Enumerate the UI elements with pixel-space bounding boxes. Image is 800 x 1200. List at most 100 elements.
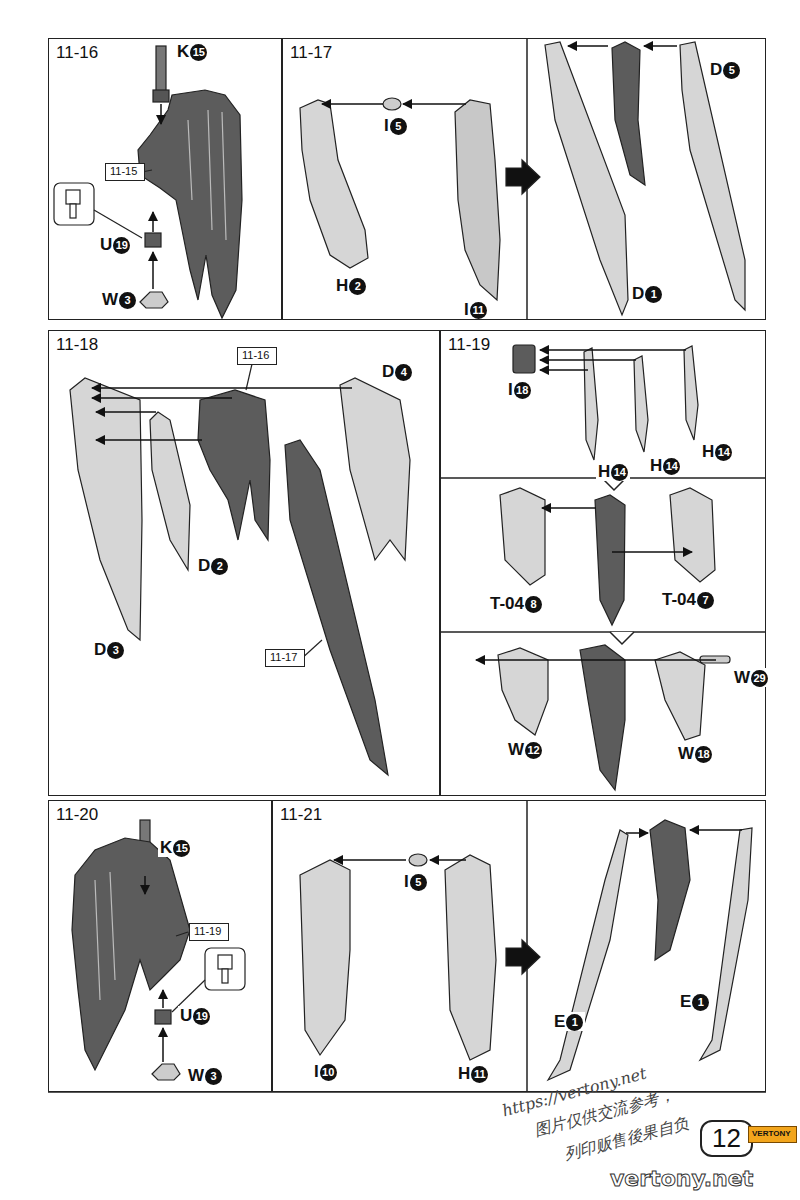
part-label: T-047 (660, 590, 716, 609)
drawing-stroke (162, 1028, 164, 1062)
drawing-stroke (334, 859, 406, 861)
drawing-stroke (580, 645, 625, 790)
drawing-stroke (140, 292, 168, 308)
part-letter: W (734, 668, 750, 687)
assembly-arrow (322, 46, 677, 104)
drawing-stroke (430, 859, 466, 861)
drawing-stroke (476, 659, 716, 661)
drawing-stroke (92, 387, 352, 389)
part-label: K15 (175, 42, 209, 61)
part-label: I18 (506, 380, 533, 399)
part-letter: D (198, 556, 210, 575)
wing-plates (300, 820, 752, 1080)
part-number: 7 (697, 592, 714, 609)
part-label: I10 (312, 1062, 339, 1081)
drawing-stroke (162, 990, 164, 1008)
part-number: 12 (525, 742, 542, 759)
part-label: I5 (402, 872, 429, 891)
drawing-stroke (684, 346, 698, 440)
part-letter: W (188, 1066, 204, 1085)
part-letter: I (464, 300, 469, 319)
wing-plates (300, 42, 745, 315)
drawing-stroke (610, 632, 634, 644)
part-letter: D (632, 284, 644, 303)
part-number: 14 (663, 458, 680, 475)
drawing-stroke (155, 1010, 171, 1024)
drawing-stroke (218, 955, 232, 969)
drawing-stroke (66, 190, 80, 204)
part-label: U19 (98, 235, 132, 254)
drawing-stroke (205, 948, 245, 990)
part-letter: W (678, 744, 694, 763)
drawing-stroke (70, 378, 142, 640)
drawing-stroke (568, 45, 608, 47)
part-letter: D (94, 640, 106, 659)
part-number: 11 (471, 1066, 488, 1083)
drawing-stroke (222, 969, 228, 983)
box-text: 11-15 (106, 164, 144, 178)
drawing-stroke (655, 652, 705, 740)
part-number: 15 (190, 44, 207, 61)
drawing-stroke (153, 90, 169, 102)
part-number: 5 (410, 874, 427, 891)
part-letter: T-04 (490, 594, 524, 613)
drawing-stroke (70, 204, 76, 218)
drawing-stroke (650, 820, 690, 960)
part-label: E1 (678, 992, 711, 1011)
drawing-stroke (670, 488, 715, 582)
drawing-stroke (150, 412, 190, 570)
drawing-stroke (455, 100, 500, 300)
part-label: D5 (708, 60, 742, 79)
drawing-stroke (96, 439, 202, 441)
part-number: 2 (349, 278, 366, 295)
part-number: 19 (113, 237, 130, 254)
drawing-stroke (152, 212, 154, 232)
box-text: 11-16 (238, 348, 276, 362)
part-number: 1 (692, 994, 709, 1011)
part-number: 29 (751, 670, 768, 687)
part-letter: E (554, 1012, 565, 1031)
step-number: 11-19 (448, 335, 490, 355)
drawing-stroke (506, 160, 540, 194)
part-label: W29 (732, 668, 770, 687)
part-number: 19 (193, 1008, 210, 1025)
part-number: 15 (173, 840, 190, 857)
brand-logo: VERTONY (748, 1126, 797, 1143)
drawing-stroke (144, 876, 146, 894)
watermark: vertony.net (610, 1166, 753, 1191)
thruster-assembly (54, 46, 242, 318)
step-reference: 11-19 (189, 923, 229, 941)
drawing-stroke (595, 495, 625, 625)
step-reference: 11-15 (105, 163, 145, 181)
part-letter: W (102, 290, 118, 309)
drawing-stroke (383, 98, 401, 110)
step-panel: 11-19 (440, 330, 766, 796)
step-number: 11-21 (280, 805, 322, 825)
part-letter: D (382, 362, 394, 381)
part-label: I5 (382, 116, 409, 135)
assembly-arrow (334, 830, 742, 860)
drawing-stroke (152, 1064, 180, 1080)
part-number: 3 (107, 642, 124, 659)
drawing-stroke (198, 390, 270, 540)
step-reference: 11-16 (237, 347, 277, 365)
part-number: 10 (320, 1064, 337, 1081)
drawing-stroke (72, 838, 190, 1070)
part-number: 14 (611, 464, 628, 481)
part-letter: E (680, 992, 691, 1011)
drawing-stroke (176, 932, 188, 936)
part-number: 5 (390, 118, 407, 135)
part-label: H14 (700, 442, 734, 461)
panel-divider (440, 38, 766, 1092)
part-letter: T-04 (662, 590, 696, 609)
part-number: 18 (695, 746, 712, 763)
drawing-stroke (690, 829, 742, 831)
part-letter: K (160, 838, 172, 857)
part-letter: I (314, 1062, 319, 1081)
drawing-stroke (634, 356, 648, 452)
part-label: W18 (676, 744, 714, 763)
thruster-assembly (72, 820, 245, 1080)
drawing-stroke (506, 940, 540, 974)
step-panel: 11-21 (272, 800, 766, 1092)
